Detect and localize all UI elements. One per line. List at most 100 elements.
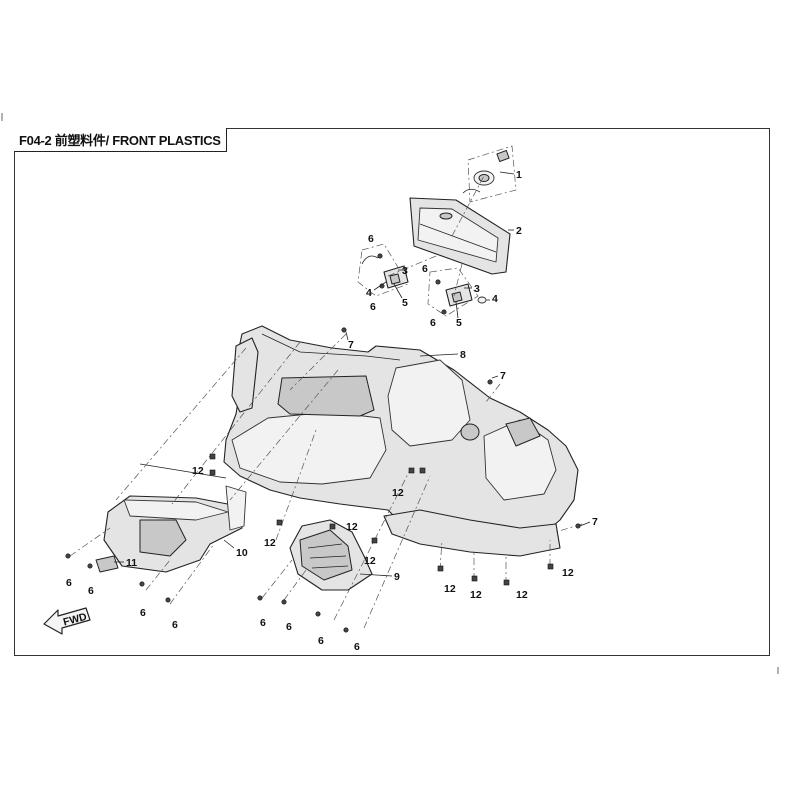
leader-lines [114,171,591,577]
title-box: F04-2 前塑料件/ FRONT PLASTICS [14,128,227,152]
assembly-line [439,539,443,571]
clip-12 [408,467,415,474]
leader-5b [455,301,459,319]
assembly-line [485,383,501,403]
assembly-line [115,347,247,501]
screw-6 [343,627,349,633]
callout-6: 6 [368,233,374,245]
leader-1 [499,171,515,175]
callout-5: 5 [456,317,462,329]
callout-12: 12 [470,589,482,601]
assembly-line [229,369,339,501]
part-2-lid [409,197,511,275]
part-11-clip [95,555,119,573]
screw-6 [435,279,441,285]
assembly-line [171,341,301,505]
part-8-rim-edge [261,333,401,361]
assembly-line [333,469,411,621]
clip-12 [209,469,216,476]
screw-6 [315,611,321,617]
screw-6 [257,595,263,601]
part-8-lower-skirt [383,509,561,557]
part-1-cap-assembly [462,145,517,203]
assembly-line [387,255,437,277]
callout-7: 7 [348,339,354,351]
callout-6: 6 [88,585,94,597]
clip-12 [503,579,510,586]
clip-12 [547,563,554,570]
clip-12 [419,467,426,474]
callout-12: 12 [192,465,204,477]
clip-12 [437,565,444,572]
assembly-line [275,429,317,541]
part-9-rib [311,565,349,569]
callout-12: 12 [392,487,404,499]
screw-6 [87,563,93,569]
part-8-storage-well [231,411,387,485]
part-1-ring-inner [478,174,490,182]
callout-4: 4 [492,293,498,305]
part-2-lid-hole [439,212,453,220]
assembly-line [289,333,347,391]
part-9-cover-ribs [299,529,353,581]
part-10-duct-channel [139,519,187,557]
assembly-line [261,559,293,599]
leader-9 [359,573,393,577]
callouts: 1 2 6 6 3 3 4 4 6 5 6 5 7 8 7 12 12 7 12… [66,169,598,653]
leader-8 [419,353,459,357]
assembly-line [283,569,307,601]
clip-12 [471,575,478,582]
screw-6 [65,553,71,559]
callout-12: 12 [562,567,574,579]
part-9-lower-cover [289,519,373,591]
screw-7 [575,523,581,529]
screw-6 [165,597,171,603]
part-5-bracket-left [389,273,401,285]
callout-12: 12 [346,521,358,533]
callout-6: 6 [370,301,376,313]
part-10-duct-top [123,499,229,521]
part-10-inner-duct [103,463,247,573]
part-8-right-wing [387,359,471,447]
callout-6: 6 [140,607,146,619]
callout-7: 7 [592,516,598,528]
assembly-line [451,175,485,237]
callout-6: 6 [422,263,428,275]
callout-12: 12 [364,555,376,567]
screw-6 [139,581,145,587]
callout-12: 12 [516,589,528,601]
callout-9: 9 [394,571,400,583]
part-10-duct-rod [139,463,227,479]
callout-6: 6 [260,617,266,629]
screw-6 [377,253,383,259]
callout-8: 8 [460,349,466,361]
callout-6: 6 [66,577,72,589]
callout-12: 12 [444,583,456,595]
callout-6: 6 [286,621,292,633]
clip-12 [329,523,336,530]
callout-1: 1 [516,169,522,181]
screw-7 [487,379,493,385]
callout-6: 6 [172,619,178,631]
callout-10: 10 [236,547,248,559]
leader-4a [373,281,387,291]
hinge-left [357,243,409,297]
screw-6 [281,599,287,605]
leader-10 [223,539,235,549]
hinge-right-box [427,267,479,317]
clip-12 [209,453,216,460]
part-11-clip-body [95,555,119,573]
callout-2: 2 [516,225,522,237]
part-8-front-body [223,325,579,557]
part-1-clip [462,188,481,194]
callout-6: 6 [354,641,360,653]
assembly-line [145,559,171,591]
part-8-right-vent [505,417,541,447]
fwd-arrow: FWD [43,607,91,635]
callout-3: 3 [402,265,408,277]
part-5-bracket-right [451,291,463,303]
part-4-nut-right [477,296,487,304]
part-8-center-opening [277,375,375,417]
callout-7: 7 [500,370,506,382]
